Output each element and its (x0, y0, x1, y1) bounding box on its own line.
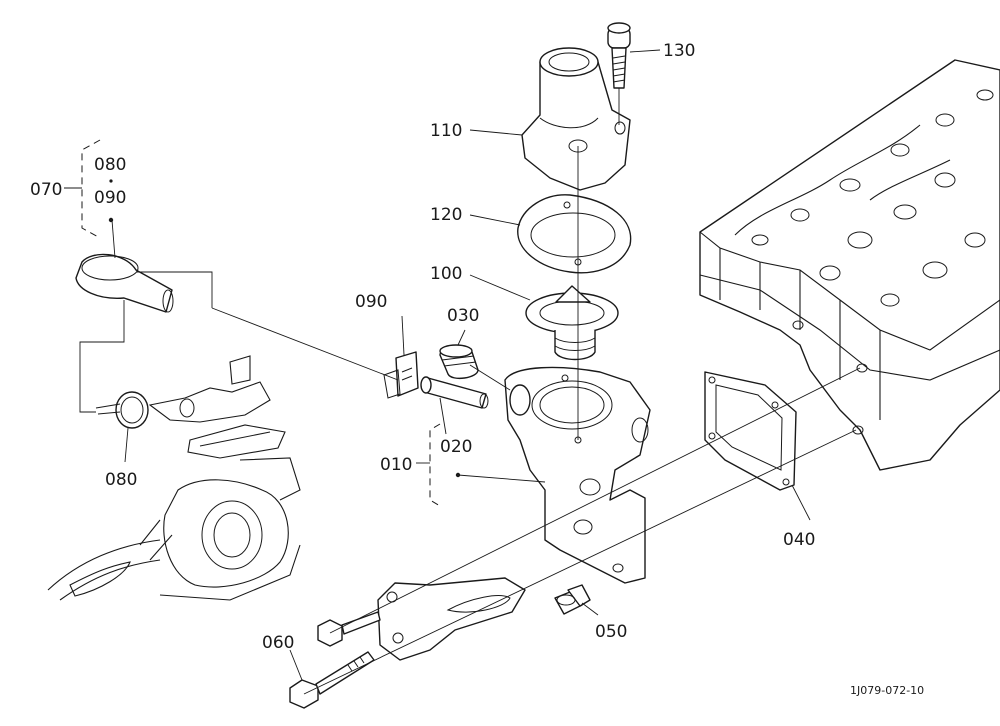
water-flange-010 (504, 366, 651, 584)
label-120: 120 (430, 205, 462, 225)
label-group-080: 080 (94, 155, 126, 175)
bracket (377, 577, 526, 661)
bolt-130 (607, 22, 631, 89)
label-060: 060 (262, 633, 294, 653)
sleeve-030 (439, 344, 479, 380)
label-050: 050 (595, 622, 627, 642)
thermostat-cover-110 (521, 47, 631, 191)
label-130: 130 (663, 41, 695, 61)
gasket-120 (517, 194, 632, 274)
hose-070 (75, 253, 174, 313)
cylinder-head (699, 59, 1000, 471)
assembly-lines (79, 88, 861, 695)
hose-clamp-080 (95, 391, 149, 429)
gasket-040 (704, 371, 797, 491)
label-030: 030 (447, 306, 479, 326)
label-110: 110 (430, 121, 462, 141)
label-070: 070 (30, 180, 62, 200)
pipe-020 (420, 376, 489, 409)
label-100: 100 (430, 264, 462, 284)
part-labels: 130 110 120 100 030 090 020 010 040 050 … (30, 41, 924, 697)
bolt-050 (554, 584, 591, 615)
label-090: 090 (355, 292, 387, 312)
clamp-090 (383, 351, 419, 399)
group-brackets (64, 139, 441, 507)
label-020: 020 (440, 437, 472, 457)
thermostat-100 (525, 285, 619, 361)
label-group-090: 090 (94, 188, 126, 208)
label-040: 040 (783, 530, 815, 550)
bolt-060-long (289, 651, 375, 709)
bolt-060-short (317, 611, 381, 647)
reference-code: 1J079-072-10 (850, 684, 924, 697)
water-pump-sketch (47, 355, 301, 601)
leader-lines (108, 49, 811, 681)
label-010: 010 (380, 455, 412, 475)
label-080: 080 (105, 470, 137, 490)
